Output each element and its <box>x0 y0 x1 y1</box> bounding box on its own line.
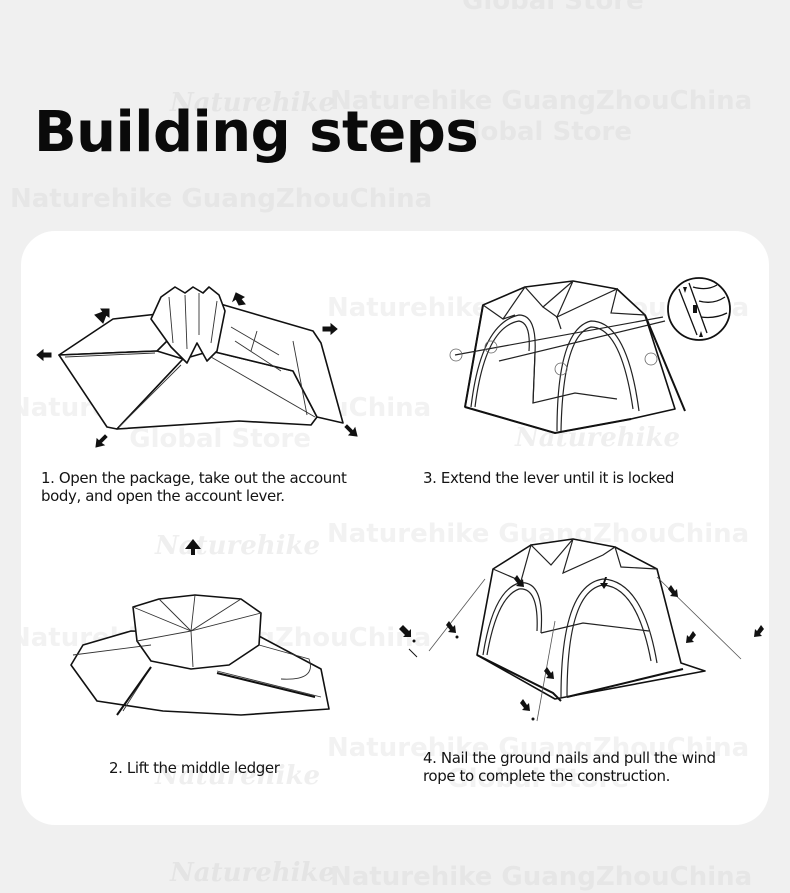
step-1: 1. Open the package, take out the accoun… <box>21 231 395 521</box>
step-4-caption: 4. Nail the ground nails and pull the wi… <box>423 749 716 785</box>
step-2-caption: 2. Lift the middle ledger <box>109 759 280 777</box>
instructions-card: Naturehike GuangZhouChina Naturehike Gua… <box>21 231 769 825</box>
watermark-text: Naturehike GuangZhouChina <box>330 862 753 892</box>
folded-tent-illustration <box>36 286 358 448</box>
lifted-tent-illustration <box>70 539 330 716</box>
step-2: 2. Lift the middle ledger <box>21 521 395 825</box>
erected-tent-illustration <box>449 277 731 435</box>
watermark-logo: Naturehike <box>170 858 336 888</box>
step-3-caption: 3. Extend the lever until it is locked <box>423 469 675 487</box>
page-title: Building steps <box>34 100 479 165</box>
step-3: 3. Extend the lever until it is locked <box>395 231 769 521</box>
step-1-caption: 1. Open the package, take out the accoun… <box>41 469 347 505</box>
watermark-text: Global Store <box>462 0 644 16</box>
staked-tent-illustration <box>399 538 764 722</box>
step-4: 4. Nail the ground nails and pull the wi… <box>395 521 769 825</box>
watermark-text: Naturehike GuangZhouChina <box>10 184 433 214</box>
